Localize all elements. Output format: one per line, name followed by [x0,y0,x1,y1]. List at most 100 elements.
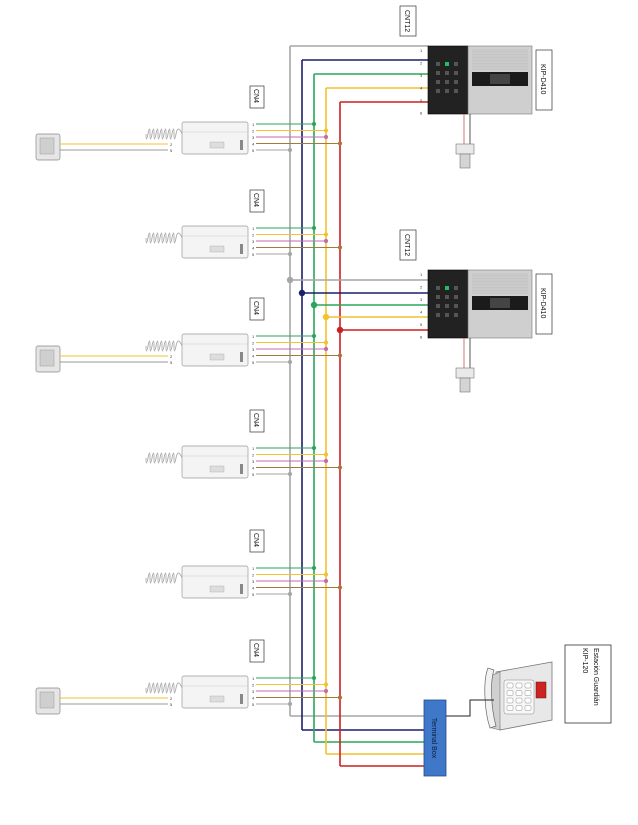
handset-terminal-number: 1 [252,446,255,451]
keypad-key [524,682,532,689]
handset-wire-junction [323,346,329,352]
handset-terminal-number: 5 [252,472,255,477]
keypad-key [454,89,458,93]
handset-indicator [240,694,243,704]
handset-wire-junction [287,251,293,257]
handset-wire-junction [337,141,343,146]
handset-terminal-number: 1 [252,334,255,339]
handset-connector-label-box [249,409,265,433]
handset-terminal-number: 3 [252,459,255,464]
panel-connector-label-box [399,229,417,261]
panel-terminal-number: 2 [420,285,423,290]
keypad-key [454,71,458,75]
keypad-key [515,690,523,696]
handset-connector-label: CN4 [252,301,259,315]
handset-terminal-number: 4 [252,696,255,701]
handset-buttons [209,695,225,703]
keypad-key [506,682,514,689]
handset-buttons [209,465,225,473]
guard-station: KIP-120 Estación Guardián [446,644,612,731]
handset-wire-junction [287,701,293,707]
handset-body [181,225,249,259]
door-release-terminal-number: 5 [170,360,173,365]
handset-wire-junction [323,232,329,237]
handset-buttons [209,353,225,361]
handset-terminal-number: 2 [252,683,255,688]
handset-connector-label-box [249,529,265,553]
panel-terminal-number: 3 [420,297,423,302]
handset-coiled-cord [145,452,183,464]
handset-terminal-number: 4 [252,466,255,471]
handset-wire-junction [287,591,293,597]
door-release-terminal-number: 2 [170,696,173,701]
handset-wire-junction [323,452,329,457]
panel-terminal-number: 6 [420,335,423,340]
handset-wire-junction [323,238,329,244]
handset-wire-junction [311,121,317,127]
handset-coiled-cord [145,340,183,352]
keypad-key [454,313,458,317]
handset-wire-junction [311,225,317,231]
keypad-key [445,286,449,290]
guard-station-keypad [506,682,532,711]
handset-wire-junction [323,578,329,584]
handset-wire-junction [323,340,329,345]
handset-body [181,333,249,367]
handset-terminal-number: 5 [252,360,255,365]
handset-indicator [240,584,243,594]
keypad-key [445,71,449,75]
handset-coiled-cord [145,572,183,584]
keypad-key [454,286,458,290]
keypad-key [524,697,532,704]
handset-indicator [240,244,243,254]
panel-connector-label: CNT12 [403,234,410,256]
door-release-terminal-number: 2 [170,142,173,147]
handset-terminal-number: 5 [252,252,255,257]
handset-body [181,675,249,709]
handset-wire-junction [311,565,317,571]
door-release-button-face [39,137,55,155]
handset-wire-junction [311,333,317,339]
handset-terminal-number: 2 [252,453,255,458]
panel-terminal-number: 4 [420,310,423,315]
keypad-key [454,80,458,84]
keypad-key [506,697,514,704]
keypad-key [515,697,523,704]
guard-station-model: KIP-120 [581,648,588,673]
handset-terminal-number: 3 [252,239,255,244]
handset-wire-junction [323,572,329,577]
keypad-key [436,313,440,317]
terminal-box-label: Terminal Box [430,718,437,759]
keypad-key [436,62,440,66]
handset-wire-junction [323,688,329,694]
handset-wire-junction [323,458,329,464]
keypad-key [454,304,458,308]
handset-terminal-number: 2 [252,233,255,238]
keypad-key [524,690,532,696]
handset-terminal-number: 1 [252,566,255,571]
handset-wire-junction [311,445,317,451]
handset-indicator [240,352,243,362]
handset-indicator [240,464,243,474]
door-release-terminal-number: 5 [170,702,173,707]
handset-terminal-number: 3 [252,347,255,352]
handset-connector-label-box [249,189,265,213]
panel-terminal-number: 1 [420,272,423,277]
handset-wire-junction [337,353,343,358]
handset-buttons [209,141,225,149]
keypad-key [454,62,458,66]
handset-connector-label: CN4 [252,89,259,103]
handset-coiled-cord [145,128,183,140]
keypad-key [445,80,449,84]
handset-connector-label: CN4 [252,193,259,207]
panel-module-label: KIP-D410 [539,64,546,94]
handset-terminal-number: 3 [252,579,255,584]
panel-terminal-number: 5 [420,98,423,103]
handset-buttons [209,585,225,593]
keypad-key [436,304,440,308]
